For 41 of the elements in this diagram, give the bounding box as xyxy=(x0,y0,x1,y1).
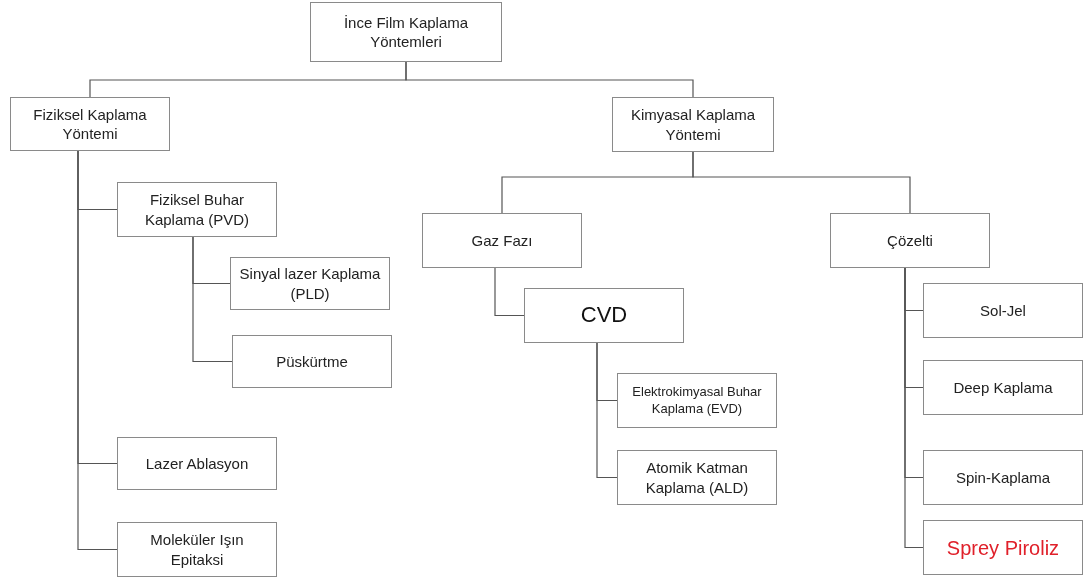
box-label: Lazer Ablasyon xyxy=(145,453,249,474)
box-label: Püskürtme xyxy=(276,351,348,372)
category-box xyxy=(617,373,777,428)
category-box xyxy=(524,288,684,343)
box-label: Sinyal lazer Kaplama (PLD) xyxy=(239,264,381,303)
category-box xyxy=(923,520,1083,575)
connector-line xyxy=(192,236,233,363)
connector-line xyxy=(405,61,694,98)
category-box xyxy=(310,2,502,62)
category-box xyxy=(923,283,1083,338)
connector-line xyxy=(692,151,911,214)
box-label: Atomik Katman Kaplama (ALD) xyxy=(644,458,750,497)
box-label: Spin-Kaplama xyxy=(955,467,1051,488)
category-box xyxy=(117,437,277,490)
category-box xyxy=(923,360,1083,415)
box-label: Elektrokimyasal Buhar Kaplama (EVD) xyxy=(631,383,763,418)
connector-line xyxy=(494,267,525,317)
connector-line xyxy=(904,267,924,549)
box-label: Deep Kaplama xyxy=(953,377,1053,398)
box-label: CVD xyxy=(580,301,628,330)
box-label: Fiziksel Buhar Kaplama (PVD) xyxy=(143,190,251,229)
connector-line xyxy=(77,150,118,551)
box-label: Kimyasal Kaplama Yöntemi xyxy=(629,105,757,144)
category-box xyxy=(617,450,777,505)
box-label: Sprey Piroliz xyxy=(946,535,1060,561)
box-label: Moleküler Işın Epitaksi xyxy=(149,530,245,569)
category-box xyxy=(232,335,392,388)
category-box xyxy=(230,257,390,310)
category-box xyxy=(117,182,277,237)
category-box xyxy=(422,213,582,268)
category-box xyxy=(10,97,170,151)
box-label: Fiziksel Kaplama Yöntemi xyxy=(32,104,148,144)
category-box xyxy=(830,213,990,268)
box-label: Çözelti xyxy=(887,230,933,251)
connector-line xyxy=(596,342,618,479)
category-box xyxy=(612,97,774,152)
box-label: Sol-Jel xyxy=(980,300,1026,321)
box-label: İnce Film Kaplama Yöntemleri xyxy=(342,12,470,52)
category-box xyxy=(117,522,277,577)
category-box xyxy=(923,450,1083,505)
box-label: Gaz Fazı xyxy=(471,230,533,251)
